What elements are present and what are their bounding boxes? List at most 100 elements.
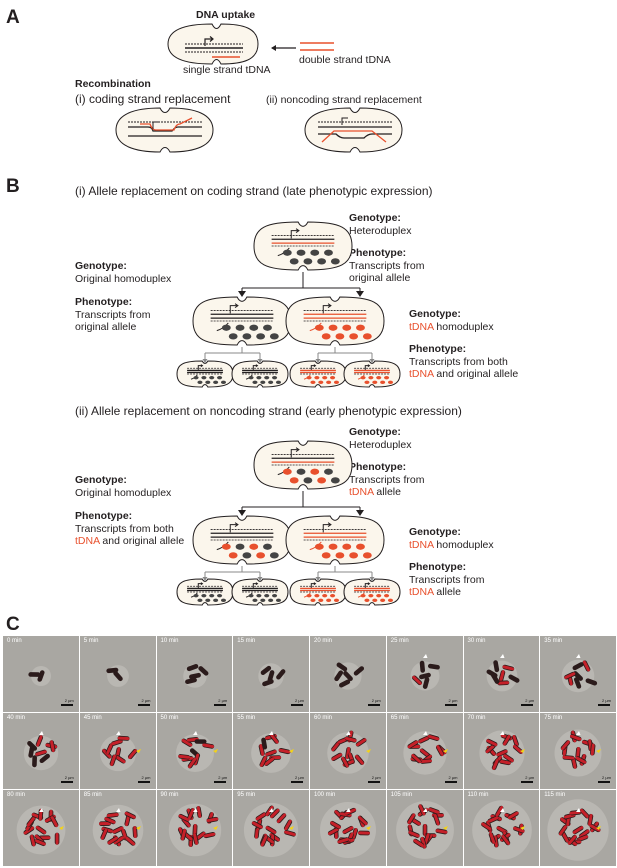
scale-bar-label: 2 µm <box>525 775 535 780</box>
scale-bar <box>598 704 610 706</box>
b-i-left-annotation: Genotype: Original homoduplex Phenotype:… <box>75 260 171 334</box>
scale-bar-label: 2 µm <box>371 698 381 703</box>
b-i-daughter-original <box>192 296 292 346</box>
frame-time-label: 75 min <box>544 715 563 721</box>
frame-time-label: 50 min <box>160 715 179 721</box>
timelapse-frame: 105 min <box>386 790 464 867</box>
white-arrowhead-marker <box>346 808 351 812</box>
b-i-top-annotation: Genotype: Heteroduplex Phenotype: Transc… <box>349 212 424 285</box>
bacteria-micrograph <box>175 731 218 772</box>
white-arrowhead-marker <box>115 731 121 735</box>
genotype-label: Genotype: <box>75 260 127 272</box>
single-strand-label: single strand tDNA <box>183 64 271 76</box>
white-arrowhead-marker <box>192 808 197 812</box>
bacteria-micrograph <box>99 731 141 772</box>
frame-time-label: 85 min <box>83 792 102 798</box>
b-ii-right-annotation: Genotype: tDNA homoduplex Phenotype: Tra… <box>409 526 494 599</box>
tdna-text: tDNA <box>409 586 434 598</box>
yellow-arrowhead-marker <box>366 826 371 830</box>
white-arrowhead-marker <box>499 731 504 735</box>
yellow-arrowhead-marker <box>519 749 525 753</box>
frame-time-label: 100 min <box>314 792 336 798</box>
scale-bar-label: 2 µm <box>218 775 228 780</box>
white-arrowhead-marker <box>422 808 428 812</box>
timelapse-frame: 85 min <box>79 790 157 867</box>
timelapse-frame: 115 min <box>540 790 617 867</box>
scale-bar-label: 2 µm <box>218 698 228 703</box>
b-ii-grandchild-4 <box>343 578 401 606</box>
b-ii-grandchild-3 <box>289 578 347 606</box>
tdna-text: tDNA <box>409 368 434 380</box>
timelapse-frame: 50 min 2 µm <box>156 713 234 790</box>
bacteria-micrograph <box>23 731 59 771</box>
white-arrowhead-marker <box>499 808 504 812</box>
b-i-daughter-tdna <box>285 296 385 346</box>
phenotype-line-1: Transcripts from both <box>409 355 508 368</box>
bacteria-micrograph <box>258 663 286 689</box>
white-arrowhead-marker <box>269 808 274 812</box>
white-arrowhead-marker <box>192 731 197 735</box>
frame-time-label: 95 min <box>237 792 256 798</box>
scale-bar <box>291 704 303 706</box>
yellow-arrowhead-marker <box>59 826 64 830</box>
yellow-arrowhead-marker <box>212 749 218 753</box>
genotype-label: Genotype: <box>409 308 461 320</box>
bacteria-micrograph <box>486 654 519 692</box>
scale-bar-label: 2 µm <box>525 698 535 703</box>
phenotype-label: Phenotype: <box>409 561 467 573</box>
double-strand-label: double strand tDNA <box>299 54 391 66</box>
genotype-label: Genotype: <box>349 426 401 438</box>
dna-uptake-title: DNA uptake <box>196 9 256 21</box>
panel-b-lineage-diagram <box>176 221 401 606</box>
bacteria-micrograph <box>16 805 66 855</box>
bacteria-micrograph <box>92 804 144 856</box>
bacteria-micrograph <box>334 662 365 690</box>
frame-time-label: 15 min <box>237 638 256 644</box>
genotype-label: Genotype: <box>75 474 127 486</box>
white-arrowhead-marker <box>346 731 351 735</box>
phenotype-label: Phenotype: <box>75 510 133 522</box>
scale-bar <box>367 781 380 783</box>
bacteria-micrograph <box>403 731 448 775</box>
yellow-arrowhead-marker <box>596 749 602 753</box>
phenotype-line-2: allele <box>373 486 401 498</box>
bacteria-micrograph <box>320 802 376 858</box>
genotype-value: Heteroduplex <box>349 224 412 237</box>
bacteria-micrograph <box>554 729 602 777</box>
scale-bar <box>598 781 610 783</box>
b-i-right-annotation: Genotype: tDNA homoduplex Phenotype: Tra… <box>409 308 518 381</box>
bacteria-micrograph <box>471 800 532 860</box>
genotype-label: Genotype: <box>349 212 401 224</box>
scale-bar-label: 2 µm <box>64 698 74 703</box>
yellow-arrowhead-marker <box>442 826 448 830</box>
scale-bar <box>214 704 227 706</box>
phenotype-line-2: and original allele <box>433 368 519 380</box>
b-i-grandchild-2 <box>231 360 289 388</box>
b-ii-daughter-tdna <box>285 515 385 565</box>
genotype-value: Original homoduplex <box>75 272 172 285</box>
yellow-arrowhead-marker <box>519 826 525 830</box>
tdna-text: tDNA <box>409 320 434 333</box>
scale-bar <box>521 704 534 706</box>
b-ii-top-annotation: Genotype: Heteroduplex Phenotype: Transc… <box>349 426 424 499</box>
frame-time-label: 115 min <box>544 792 566 798</box>
panel-letter-a: A <box>6 7 20 28</box>
frame-time-label: 90 min <box>160 792 179 798</box>
bacteria-micrograph <box>106 665 129 687</box>
b-ii-left-annotation: Genotype: Original homoduplex Phenotype:… <box>75 474 184 548</box>
white-arrowhead-marker <box>422 731 428 735</box>
scale-bar-label: 2 µm <box>371 775 381 780</box>
frame-time-label: 35 min <box>544 638 563 644</box>
frame-time-label: 20 min <box>314 638 333 644</box>
phenotype-line-2: original allele <box>75 321 137 333</box>
tdna-text: tDNA <box>349 486 374 498</box>
b-ii-title: (ii) Allele replacement on noncoding str… <box>75 404 462 418</box>
